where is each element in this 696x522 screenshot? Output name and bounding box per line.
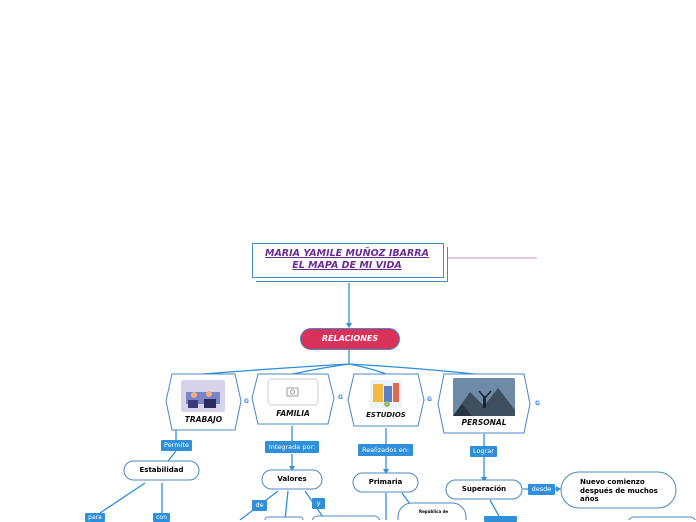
node-nuevo-comienzo[interactable]: Nuevo comienzo después de muchos años <box>580 478 658 503</box>
valores-shape <box>261 469 323 490</box>
map-title: MARIA YAMILE MUÑOZ IBARRA EL MAPA DE MI … <box>252 248 442 272</box>
familia-child-1 <box>264 516 304 520</box>
tag-integrada-por[interactable]: Integrada por: <box>265 441 319 453</box>
tag-permite[interactable]: Permite <box>161 440 192 451</box>
trabajo-image <box>181 380 225 412</box>
node-estabilidad[interactable]: Estabilidad <box>139 466 184 474</box>
google-image-icon: G <box>338 394 343 401</box>
category-familia[interactable]: FAMILIA <box>276 409 310 418</box>
central-node-relaciones[interactable]: RELACIONES <box>300 328 400 350</box>
category-estudios[interactable]: ESTUDIOS <box>366 411 406 419</box>
title-box[interactable] <box>252 243 444 278</box>
connector-familia <box>292 363 350 375</box>
category-trabajo[interactable]: TRABAJO <box>184 415 223 424</box>
tag-realizados-en[interactable]: Realizados en: <box>358 444 413 456</box>
tag-con[interactable]: con <box>153 513 170 522</box>
nuevo-comienzo-shape <box>560 471 677 509</box>
tag-partial[interactable] <box>484 516 517 522</box>
google-image-icon: G <box>427 396 432 403</box>
familia-child-2 <box>311 515 381 520</box>
tag-desde[interactable]: desde <box>528 484 555 495</box>
google-image-icon: G <box>535 400 540 407</box>
tag-de[interactable]: de <box>252 500 267 511</box>
category-personal[interactable]: PERSONAL <box>461 418 507 427</box>
personal-image <box>453 378 515 416</box>
superacion-shape <box>445 479 523 500</box>
node-superacion[interactable]: Superación <box>461 485 507 493</box>
node-valores[interactable]: Valores <box>277 475 307 483</box>
tag-lograr[interactable]: Lograr <box>470 446 497 457</box>
primaria-shape <box>352 472 419 493</box>
connector-trabajo <box>202 363 350 375</box>
republica-shape <box>397 502 467 520</box>
estudios-image <box>370 380 402 408</box>
tag-y[interactable]: y <box>312 498 325 509</box>
google-image-icon: G <box>244 398 249 405</box>
personal-child-2 <box>628 516 696 520</box>
node-primaria[interactable]: Primaria <box>368 478 403 486</box>
title-line-2: EL MAPA DE MI VIDA <box>292 260 402 271</box>
node-republica[interactable]: República de <box>419 509 449 514</box>
familia-image <box>267 378 319 406</box>
connector-personal <box>348 363 485 376</box>
estabilidad-shape <box>123 460 200 481</box>
tag-para[interactable]: para <box>85 513 105 522</box>
title-line-1: MARIA YAMILE MUÑOZ IBARRA <box>265 248 429 259</box>
